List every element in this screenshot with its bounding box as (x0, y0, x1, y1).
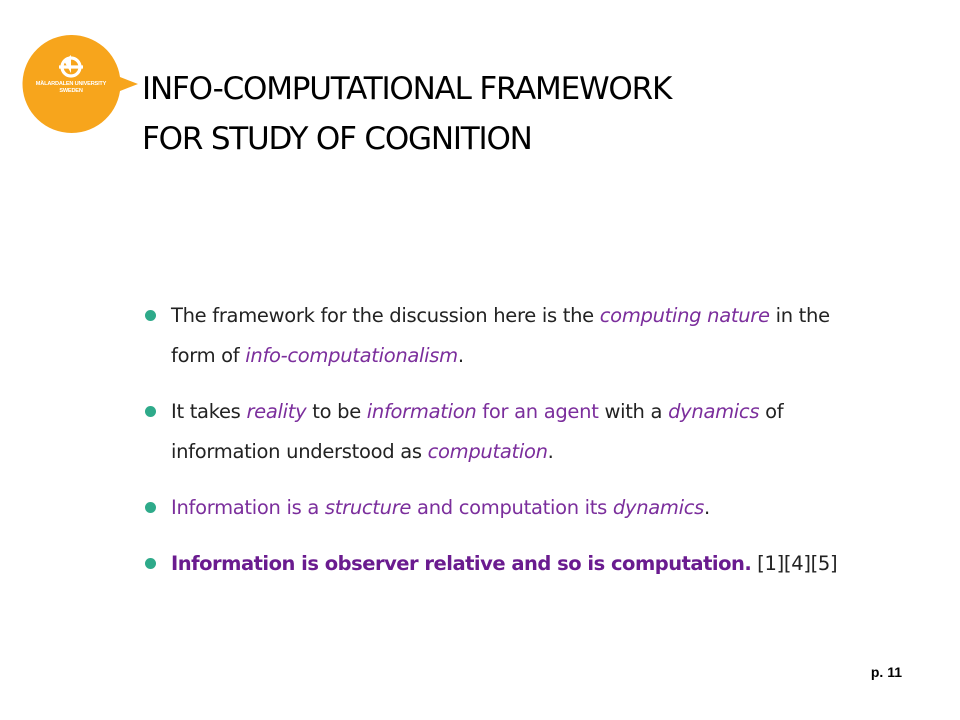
bullet-item-framework: The framework for the discussion here is… (144, 296, 864, 376)
bullet-item-structure: Information is a structure and computati… (144, 488, 864, 528)
bullet-text-emphasis: Information is observer relative and so … (171, 552, 752, 575)
bullet-item-reality: It takes reality to be information for a… (144, 392, 864, 472)
term-dynamics: dynamics (612, 496, 705, 519)
slide-title-line2: FOR STUDY OF COGNITION (142, 121, 533, 157)
term-reality: reality (246, 400, 307, 423)
bullet-dot-icon (145, 502, 156, 513)
bullet-text: with a (598, 400, 669, 423)
term-computing-nature: computing nature (599, 304, 770, 327)
mdh-emblem-icon (22, 35, 138, 133)
bullet-item-observer: Information is observer relative and so … (144, 544, 864, 584)
bullet-dot-icon (145, 558, 156, 569)
slide-title: INFO-COMPUTATIONAL FRAMEWORK FOR STUDY O… (142, 64, 922, 164)
bullet-text: It takes (171, 400, 247, 423)
bullet-text: . (457, 344, 464, 367)
bullet-text: and computation its (411, 496, 613, 519)
term-info-computationalism: info-computationalism (245, 344, 458, 367)
citation-refs: [1][4][5] (751, 552, 838, 575)
slide-title-line1: INFO-COMPUTATIONAL FRAMEWORK (142, 71, 672, 107)
term-information: information (366, 400, 477, 423)
term-agent: for an agent (476, 400, 599, 423)
university-logo: MÄLARDALEN UNIVERSITY SWEDEN (22, 35, 140, 133)
term-dynamics: dynamics (668, 400, 760, 423)
bullet-text: Information is a (171, 496, 325, 519)
logo-country: SWEDEN (59, 88, 83, 94)
bullet-text: . (547, 440, 554, 463)
bullet-text: to be (306, 400, 367, 423)
bullet-text: . (704, 496, 710, 519)
term-structure: structure (324, 496, 412, 519)
logo-university-name: MÄLARDALEN UNIVERSITY (35, 81, 107, 87)
bullet-text: The framework for the discussion here is… (171, 304, 600, 327)
bullet-list: The framework for the discussion here is… (144, 296, 864, 600)
bullet-text: of information understood as (171, 400, 784, 463)
bullet-text: in the form of (171, 304, 830, 367)
bullet-dot-icon (145, 406, 156, 417)
term-computation: computation (427, 440, 548, 463)
page-number: p. 11 (870, 664, 902, 680)
bullet-dot-icon (145, 310, 156, 321)
